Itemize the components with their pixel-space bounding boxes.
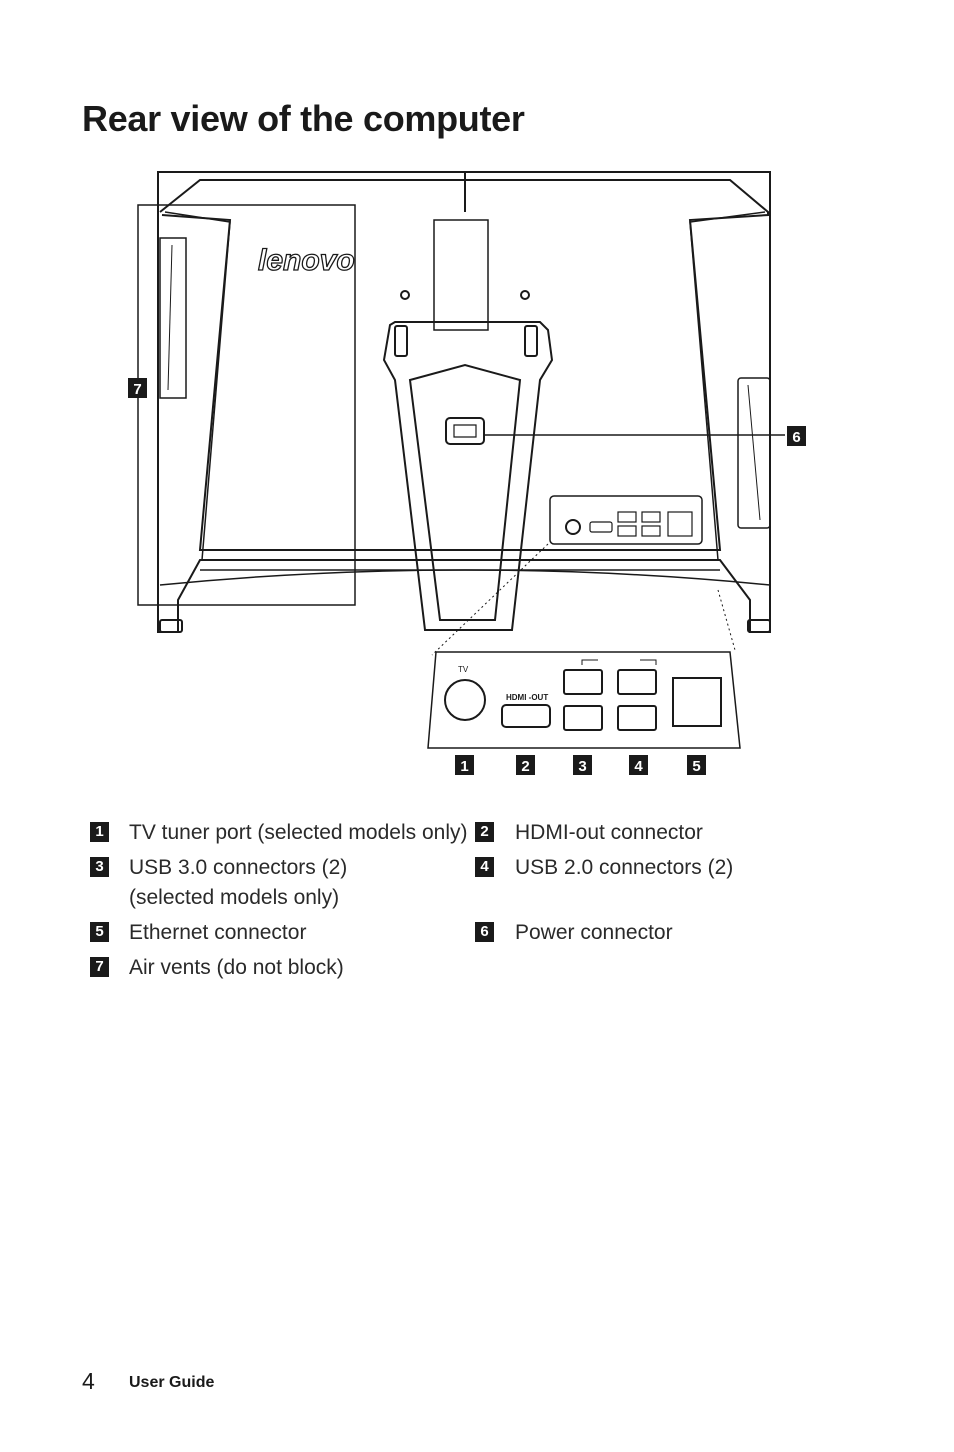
tv-port-label: TV [458,665,469,674]
lenovo-logo: lenovo [258,244,355,277]
legend-badge: 6 [475,922,494,942]
callout-4: 4 [634,758,643,775]
legend-badge: 1 [90,822,109,842]
footer-label: User Guide [129,1374,215,1391]
legend-text: TV tuner port (selected models only) [129,821,468,844]
legend-text: HDMI-out connector [515,821,703,844]
legend-text-continued: (selected models only) [129,886,340,909]
callout-1: 1 [460,758,468,775]
legend-badge: 4 [475,857,494,877]
callout-badges: 7 6 1 2 3 4 5 [128,378,806,775]
rear-view-diagram: lenovo TV HDMI -OUT 7 6 1 2 3 4 5 [128,171,806,775]
legend-text: Air vents (do not block) [129,956,344,979]
legend-badge: 5 [90,922,109,942]
legend-text: Ethernet connector [129,921,307,944]
page-title: Rear view of the computer [82,98,525,139]
callout-5: 5 [692,758,700,775]
legend-text: USB 3.0 connectors (2) [129,856,348,879]
callout-2: 2 [521,758,529,775]
legend-badge: 2 [475,822,494,842]
hdmi-port-label: HDMI -OUT [506,693,548,702]
callout-6: 6 [792,429,800,446]
legend-badge: 7 [90,957,109,977]
callout-3: 3 [578,758,586,775]
legend-text: Power connector [515,921,673,944]
legend-text: USB 2.0 connectors (2) [515,856,734,879]
callout-7: 7 [133,381,141,398]
page-number: 4 [82,1368,95,1394]
legend-badge: 3 [90,857,109,877]
